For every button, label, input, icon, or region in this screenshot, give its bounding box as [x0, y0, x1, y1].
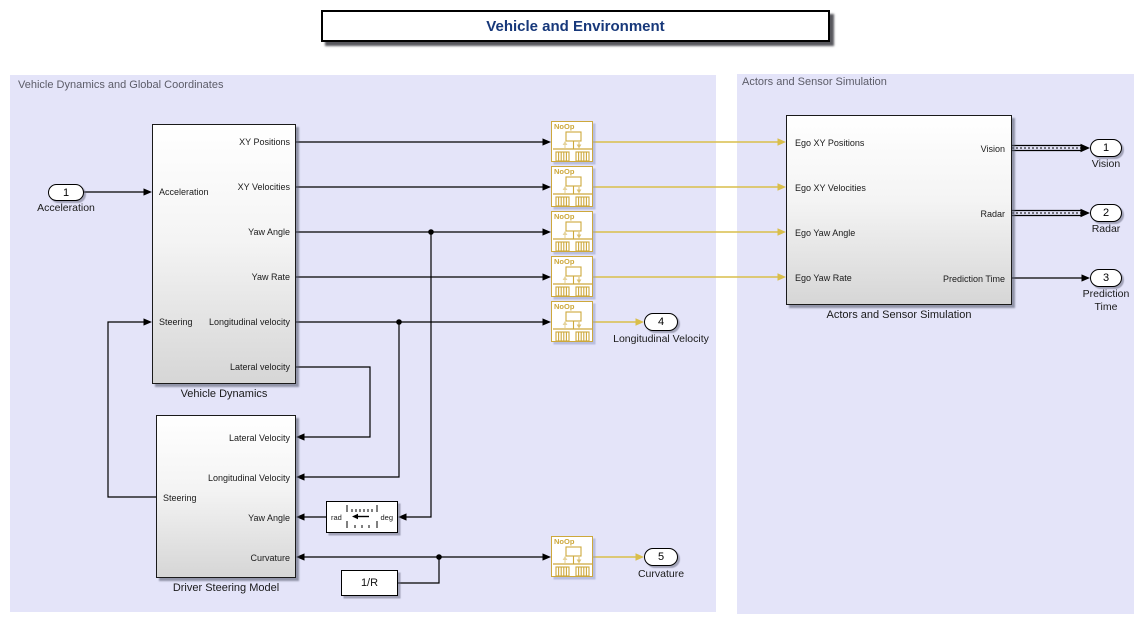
conv-deg-label: deg	[380, 513, 393, 522]
actors-in-ego-yaw-angle: Ego Yaw Angle	[795, 228, 856, 238]
vd-out-xy-velocities: XY Velocities	[237, 182, 290, 192]
actors-out-prediction-time: Prediction Time	[942, 274, 1005, 284]
noop-glyph-icon	[553, 131, 593, 162]
actors-in-ego-xy-positions: Ego XY Positions	[795, 138, 865, 148]
area-label-actors-sensor: Actors and Sensor Simulation	[742, 76, 887, 88]
ruler-arrow-icon	[346, 505, 378, 528]
inport-acceleration-label: Acceleration	[37, 202, 95, 214]
area-label-vehicle-dynamics: Vehicle Dynamics and Global Coordinates	[18, 79, 224, 91]
vd-out-yaw-rate: Yaw Rate	[251, 272, 290, 282]
vd-in-steering: Steering	[159, 317, 193, 327]
dsm-in-lateral-velocity: Lateral Velocity	[228, 433, 290, 443]
outport-number: 2	[1102, 207, 1110, 219]
noop-block-yaw-rate[interactable]: NoOp	[551, 256, 593, 297]
dsm-in-curvature: Curvature	[250, 553, 290, 563]
angle-conversion-block[interactable]: rad deg	[326, 501, 398, 533]
dsm-out-steering: Steering	[163, 493, 197, 503]
outport-prediction-time-label: Prediction Time	[1082, 288, 1130, 313]
vehicle-dynamics-block[interactable]: Acceleration Steering XY Positions XY Ve…	[152, 124, 296, 384]
noop-block-xy-velocities[interactable]: NoOp	[551, 166, 593, 207]
conv-rad-label: rad	[331, 513, 342, 522]
vd-in-acceleration: Acceleration	[159, 187, 209, 197]
outport-longitudinal-velocity-label: Longitudinal Velocity	[613, 333, 709, 345]
gain-block[interactable]: 1/R	[341, 570, 398, 596]
model-title-box: Vehicle and Environment	[321, 10, 830, 42]
driver-steering-model-caption: Driver Steering Model	[172, 582, 280, 594]
outport-number: 3	[1102, 272, 1110, 284]
actors-out-vision: Vision	[980, 144, 1005, 154]
noop-glyph-icon	[553, 311, 593, 342]
outport-number: 4	[657, 316, 665, 328]
actors-in-ego-xy-velocities: Ego XY Velocities	[795, 183, 866, 193]
actors-out-radar: Radar	[980, 209, 1005, 219]
vd-out-yaw-angle: Yaw Angle	[248, 227, 290, 237]
outport-radar-label: Radar	[1091, 223, 1121, 235]
noop-block-xy-positions[interactable]: NoOp	[551, 121, 593, 162]
vehicle-dynamics-caption: Vehicle Dynamics	[180, 388, 268, 400]
outport-1-vision[interactable]: 1	[1090, 139, 1122, 157]
outport-5-curvature[interactable]: 5	[644, 548, 678, 566]
outport-2-radar[interactable]: 2	[1090, 204, 1122, 222]
outport-number: 5	[657, 551, 665, 563]
dsm-in-yaw-angle: Yaw Angle	[248, 513, 290, 523]
noop-label: NoOp	[554, 257, 575, 266]
driver-steering-model-block[interactable]: Steering Lateral Velocity Longitudinal V…	[156, 415, 296, 578]
actors-in-ego-yaw-rate: Ego Yaw Rate	[795, 273, 852, 283]
noop-block-yaw-angle[interactable]: NoOp	[551, 211, 593, 252]
outport-vision-label: Vision	[1091, 158, 1121, 170]
outport-number: 1	[1102, 142, 1110, 154]
vd-out-lateral-velocity: Lateral velocity	[229, 362, 290, 372]
noop-label: NoOp	[554, 212, 575, 221]
outport-curvature-label: Curvature	[637, 568, 685, 580]
inport-1-acceleration[interactable]: 1	[48, 184, 84, 201]
noop-glyph-icon	[553, 546, 593, 577]
model-title: Vehicle and Environment	[486, 17, 665, 35]
noop-label: NoOp	[554, 537, 575, 546]
vd-out-xy-positions: XY Positions	[239, 137, 290, 147]
noop-label: NoOp	[554, 167, 575, 176]
outport-4-longitudinal-velocity[interactable]: 4	[644, 313, 678, 331]
noop-block-curvature[interactable]: NoOp	[551, 536, 593, 577]
noop-glyph-icon	[553, 176, 593, 207]
outport-3-prediction-time[interactable]: 3	[1090, 269, 1122, 287]
actors-sensor-simulation-caption: Actors and Sensor Simulation	[826, 309, 972, 321]
noop-label: NoOp	[554, 122, 575, 131]
noop-block-longitudinal-velocity[interactable]: NoOp	[551, 301, 593, 342]
noop-glyph-icon	[553, 266, 593, 297]
actors-sensor-simulation-block[interactable]: Ego XY Positions Ego XY Velocities Ego Y…	[786, 115, 1012, 305]
inport-number: 1	[62, 186, 70, 199]
dsm-in-longitudinal-velocity: Longitudinal Velocity	[207, 473, 290, 483]
noop-glyph-icon	[553, 221, 593, 252]
noop-label: NoOp	[554, 302, 575, 311]
gain-label: 1/R	[360, 577, 379, 589]
vd-out-longitudinal-velocity: Longitudinal velocity	[208, 317, 290, 327]
